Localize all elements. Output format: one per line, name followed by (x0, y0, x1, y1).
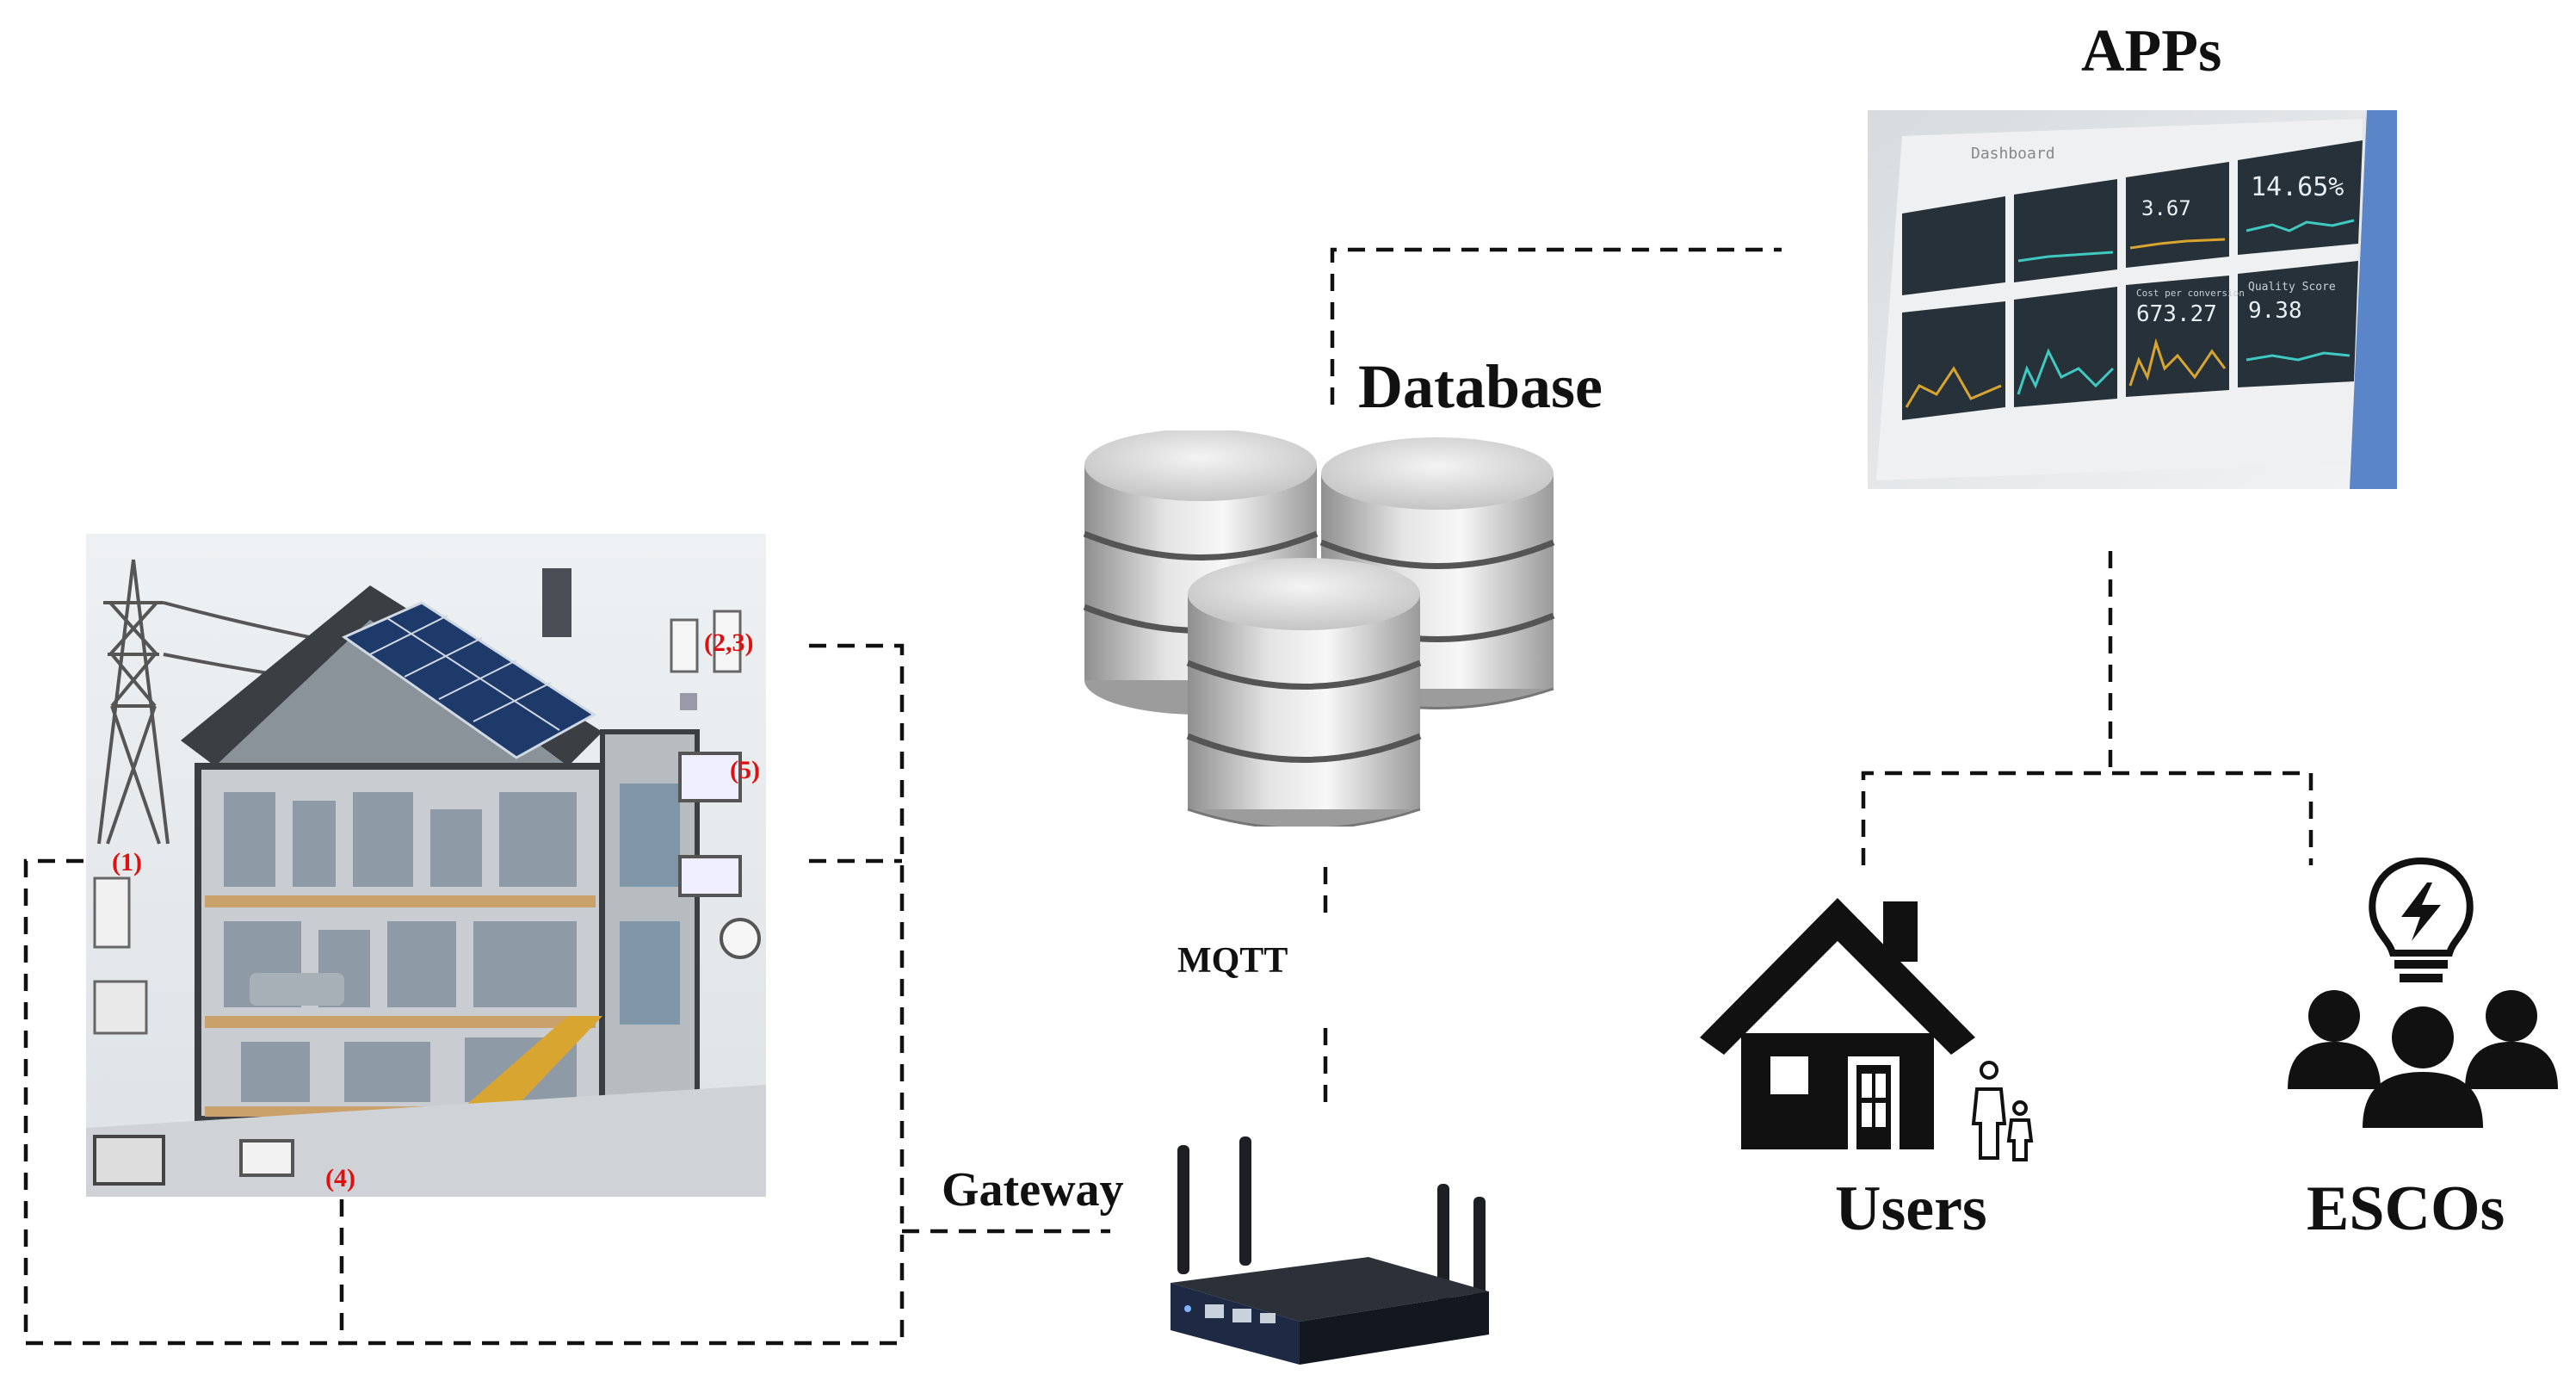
dashboard-tile-value-1: 14.65% (2251, 172, 2344, 202)
router-icon (1153, 1136, 1498, 1373)
dashboard-screen: Dashboard 14.65% 3.67 Cost per conversio… (1868, 110, 2397, 489)
users-label: Users (1835, 1174, 1987, 1244)
database-apps-connector (1330, 247, 1782, 405)
dashboard-tile-caption-3: Cost per conversion (2136, 288, 2245, 299)
people-with-lightbulb-icon (2281, 848, 2565, 1132)
mqtt-label: MQTT (1177, 941, 1288, 981)
dashboard-tile-value-2: 3.67 (2141, 196, 2191, 220)
marker-2-3: (2,3) (704, 629, 754, 657)
house-connector-top (339, 643, 905, 1346)
dashboard-tile-value-4: 9.38 (2248, 298, 2302, 324)
house-connector-left (23, 858, 342, 1346)
users-escos-connector (1861, 771, 2313, 865)
marker-1: (1) (112, 848, 142, 876)
gateway-label: Gateway (942, 1163, 1124, 1217)
apps-label: APPs (2081, 18, 2222, 84)
dashboard-tile-value-3: 673.27 (2136, 301, 2217, 327)
dashboard-title: Dashboard (1971, 145, 2055, 163)
smart-house-illustration (86, 534, 766, 1197)
dashboard-tile-caption-4: Quality Score (2248, 281, 2336, 294)
marker-5: (5) (730, 756, 760, 784)
database-label: Database (1358, 352, 1603, 421)
marker-4: (4) (325, 1164, 355, 1192)
house-icon (1700, 882, 2044, 1167)
database-icon (1076, 429, 1558, 830)
escos-label: ESCOs (2307, 1174, 2505, 1244)
